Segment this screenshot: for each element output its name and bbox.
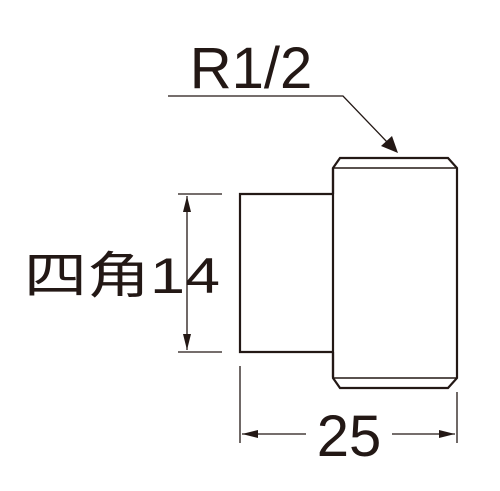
length-label: 25: [317, 404, 382, 469]
thread-size-label: R1/2: [190, 36, 313, 101]
square-arrow-top: [183, 196, 191, 212]
part-outline: [238, 156, 459, 390]
square-size-label: 四角14: [24, 248, 220, 304]
length-arrow-right: [439, 430, 455, 438]
length-arrow-left: [242, 430, 258, 438]
square-arrow-bottom: [183, 334, 191, 350]
square-dimension: 四角14: [24, 193, 222, 353]
thread-leader-arrowhead: [381, 136, 398, 153]
thread-leader: R1/2: [168, 36, 398, 153]
length-dimension: 25: [239, 366, 458, 469]
threaded-section-outline: [331, 156, 459, 390]
thread-leader-line: [168, 95, 389, 144]
square-body-outline: [238, 192, 333, 354]
